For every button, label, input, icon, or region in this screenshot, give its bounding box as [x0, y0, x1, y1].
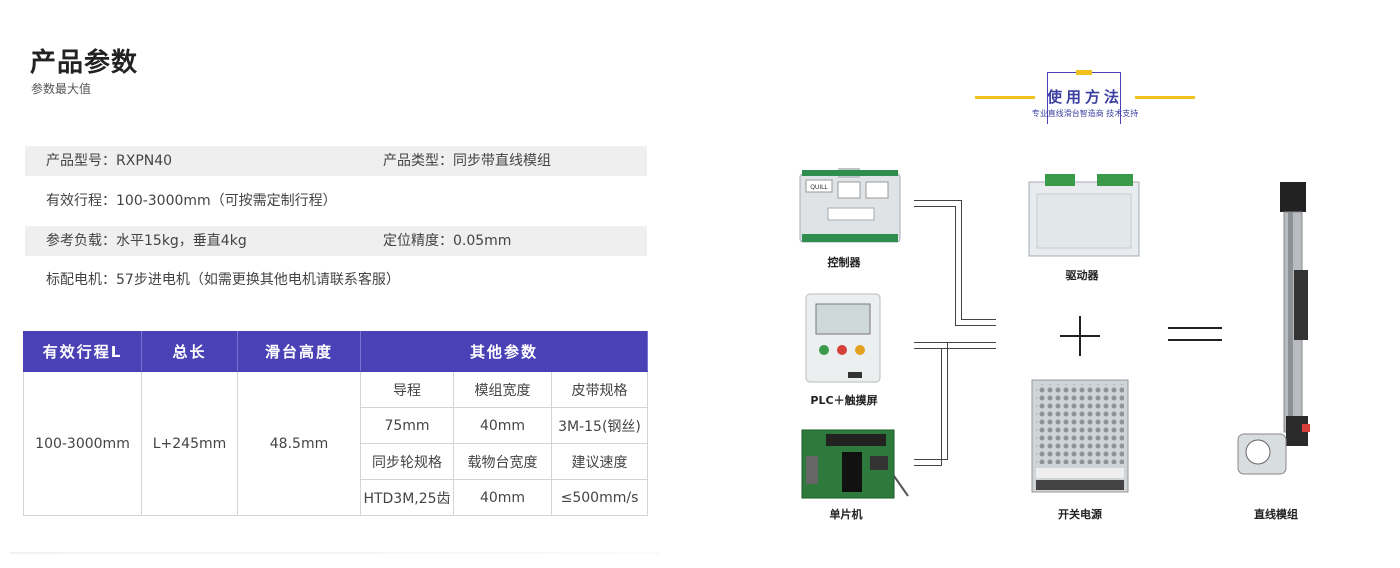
th-other: 其他参数 [360, 331, 648, 372]
spec-model: 产品型号：RXPN40 [46, 153, 173, 169]
table-cell: HTD3M,25齿 [360, 479, 454, 516]
table-row: 75mm 40mm 3M-15(钢丝) [24, 407, 648, 444]
label-mcu: 单片机 [829, 508, 863, 521]
spec-stroke: 有效行程：100-3000mm（可按需定制行程） [46, 193, 337, 209]
label-plc: PLC＋触摸屏 [810, 394, 878, 407]
wire-controller [914, 200, 962, 320]
table-cell: 皮带规格 [551, 371, 648, 408]
plus-sign [1079, 316, 1081, 356]
label-driver: 驱动器 [1065, 269, 1099, 282]
cell-stroke: 100-3000mm [23, 371, 142, 516]
table-cell: ≤500mm/s [551, 479, 648, 516]
wire-mcu [914, 342, 996, 343]
th-height: 滑台高度 [237, 331, 361, 372]
wire-controller [914, 206, 956, 326]
spec-motor: 标配电机：57步进电机（如需更换其他电机请联系客服） [46, 272, 400, 288]
table-cell: 建议速度 [551, 443, 648, 480]
cell-length: L+245mm [141, 371, 238, 516]
spec-accuracy: 定位精度：0.05mm [383, 233, 512, 249]
usage-title: 使用方法 [1046, 88, 1123, 106]
label-power: 开关电源 [1058, 508, 1102, 521]
table-row: 100-3000mm L+245mm 48.5mm 导程 模组宽度 皮带规格 [23, 371, 648, 516]
linear-module-image [1237, 182, 1310, 475]
mcu-image [801, 429, 909, 499]
usage-subtitle: 专业直线滑台智造商 技术支持 [1031, 109, 1139, 118]
divider [10, 552, 660, 554]
spec-row: 产品型号：RXPN40 产品类型：同步带直线模组 [25, 146, 647, 176]
plc-image [805, 293, 881, 383]
page-subtitle: 参数最大值 [31, 82, 92, 96]
table-cell: 3M-15(钢丝) [551, 407, 648, 444]
controller-image: QUILL [799, 168, 901, 243]
th-stroke: 有效行程L [23, 331, 142, 372]
wire-mcu [914, 348, 996, 349]
params-table: 有效行程L 总长 滑台高度 其他参数 100-3000mm L+245mm 48… [23, 331, 648, 516]
table-cell: 75mm [360, 407, 454, 444]
usage-header: 使用方法 专业直线滑台智造商 技术支持 [975, 70, 1195, 130]
table-cell: 40mm [453, 479, 552, 516]
table-cell: 载物台宽度 [453, 443, 552, 480]
wire-mcu [914, 342, 948, 460]
spec-row: 有效行程：100-3000mm（可按需定制行程） [25, 186, 647, 216]
power-image [1031, 379, 1129, 493]
page-title: 产品参数 [30, 48, 139, 78]
table-cell: 40mm [453, 407, 552, 444]
table-row: 同步轮规格 载物台宽度 建议速度 [24, 443, 648, 480]
usage-line-left [975, 96, 1035, 99]
table-row: HTD3M,25齿 40mm ≤500mm/s [24, 479, 648, 516]
wire-controller [956, 325, 996, 326]
equals-sign [1168, 339, 1222, 341]
spec-load: 参考负载：水平15kg，垂直4kg [46, 233, 247, 249]
usage-tab-mark [1076, 70, 1092, 75]
th-length: 总长 [141, 331, 238, 372]
wire-controller [962, 319, 996, 320]
equals-sign [1168, 327, 1222, 329]
usage-line-right [1135, 96, 1195, 99]
wire-mcu [914, 348, 942, 466]
label-linear-module: 直线模组 [1254, 508, 1298, 521]
controller-panel-text: QUILL [810, 184, 828, 191]
table-header-row: 有效行程L 总长 滑台高度 其他参数 [23, 331, 648, 372]
label-controller: 控制器 [827, 256, 861, 269]
spec-row: 参考负载：水平15kg，垂直4kg 定位精度：0.05mm [25, 226, 647, 256]
table-cell: 导程 [360, 371, 454, 408]
spec-row: 标配电机：57步进电机（如需更换其他电机请联系客服） [25, 265, 647, 295]
spec-type: 产品类型：同步带直线模组 [383, 153, 551, 169]
table-cell: 同步轮规格 [360, 443, 454, 480]
driver-image [1028, 174, 1140, 257]
table-cell: 模组宽度 [453, 371, 552, 408]
cell-height: 48.5mm [237, 371, 361, 516]
